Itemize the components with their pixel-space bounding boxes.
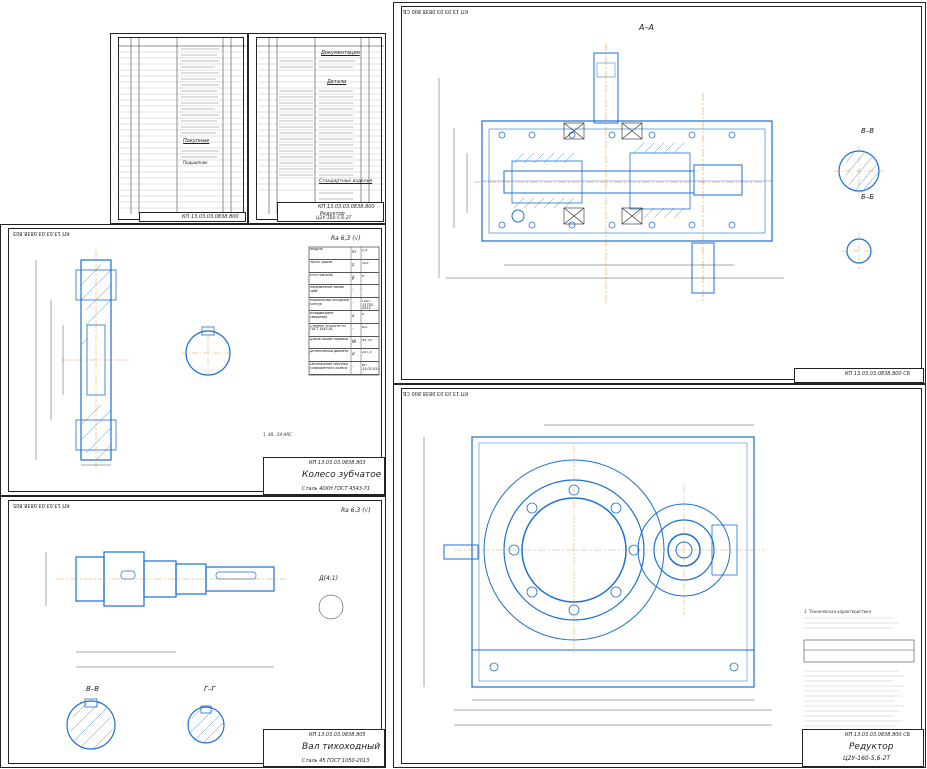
gear-roughness: Ra 6,3 (√) (331, 235, 361, 242)
spec-2-title-block: КП 13.03.03.0838.800 Редуктор Ц2У-160-5,… (277, 202, 384, 222)
gear-param-symbol: β (352, 274, 355, 280)
spec-2-section-parts: Детали (327, 79, 347, 85)
gear-param-row: Нормальный исходный контур- ГОСТ 13755-20… (309, 298, 379, 311)
gear-param-value: 2,5 (362, 249, 368, 252)
gear-param-row: Коэффициент смещения x 0 (309, 311, 379, 324)
gear-param-symbol: - (352, 287, 354, 293)
gear-param-row: Направление линии зуба - - (309, 285, 379, 299)
gear-sheet: КП 13.03.03.0838.803 Ra 6,3 (√) Мо (0, 224, 386, 496)
gear-param-symbol: m (352, 249, 356, 254)
spec-2-subtitle: Ц2У-160-5,6-2Т (316, 216, 352, 221)
gear-param-label: Модуль (310, 248, 323, 251)
shaft-code: КП 13.03.03.0838.805 (309, 732, 366, 738)
gear-param-row: Степень точности по ГОСТ 1643-81- 8-С (309, 324, 379, 337)
spec-sheet-2-grid (256, 37, 384, 214)
gear-param-symbol: - (352, 364, 354, 370)
shaft-section-gg: Г–Г (204, 685, 216, 693)
spec-sheet-1-grid (118, 37, 246, 214)
gear-title-block: КП 13.03.03.0838.803 Колесо зубчатое Ста… (263, 457, 385, 495)
section-vv-label: В–В (861, 127, 875, 135)
general-subtitle: Ц2У-160-5,6-2Т (843, 755, 891, 762)
gear-param-value: ГОСТ 13755-2015 (362, 300, 375, 311)
shaft-title: Вал тихоходный (302, 742, 381, 752)
general-title: Редуктор (849, 742, 894, 752)
gear-param-row: Обозначение чертежа сопряжённого колеса-… (309, 362, 379, 375)
gear-param-label: Число зубьев (310, 260, 333, 264)
gear-param-symbol: d (352, 351, 355, 357)
assembly-code: КП 13.03.03.0838.800 СБ (845, 371, 911, 377)
spec-sheet-1: Покупные Подшипник КП 13.03.03.0838.800 (110, 33, 248, 224)
gear-param-value: - (362, 287, 364, 291)
gear-param-label: Обозначение чертежа сопряжённого колеса (310, 363, 348, 370)
gear-param-label: Нормальный исходный контур (310, 299, 349, 306)
gear-param-value: 257,5 (362, 351, 372, 355)
general-drawing (423, 424, 915, 727)
section-bb-label: Б–Б (861, 193, 875, 201)
gear-param-label: Длина общей нормали (310, 337, 349, 341)
gear-drawing (35, 246, 380, 470)
spec-sheet-2: Документация Детали Стандартные изделия … (248, 33, 386, 224)
spec-1-title-block: КП 13.03.03.0838.800 (139, 212, 246, 222)
spec-1-note: Подшипник (183, 160, 208, 165)
shaft-frame (8, 500, 382, 764)
gear-title: Колесо зубчатое (302, 470, 382, 480)
gear-material: Сталь 40ХН ГОСТ 4543-71 (302, 486, 371, 492)
section-aa-label: А–А (639, 23, 654, 32)
gear-param-value: 8-С (362, 325, 368, 329)
assembly-title-block: КП 13.03.03.0838.800 СБ (794, 368, 924, 383)
general-sheet: КП 13.03.03.0838.800 СБ (393, 384, 926, 768)
shaft-material: Сталь 45 ГОСТ 1050-2013 (302, 758, 370, 764)
gear-param-symbol: - (352, 300, 354, 306)
general-code: КП 13.03.03.0838.800 СБ (845, 732, 911, 738)
gear-param-value: 93,78 (362, 338, 372, 342)
gear-param-value: 0° (362, 274, 366, 278)
gear-param-symbol: z (352, 261, 355, 267)
gear-param-value: КП 13.03.03.0838.802 (362, 364, 379, 371)
assembly-drawing (438, 43, 884, 303)
gear-param-row: Число зубьев z 103 (309, 260, 379, 273)
gear-param-row: Угол наклона β 0° (309, 273, 379, 286)
assembly-sheet: КП 13.03.03.0838.800 СБ А–А В–В Б–Б (393, 2, 926, 384)
general-tech-req: 1. Техническая характеристика (804, 609, 872, 614)
spec-1-code: КП 13.03.03.0838.800 (182, 214, 239, 220)
spec-2-code: КП 13.03.03.0838.800 (318, 204, 375, 210)
shaft-roughness: Ra 6,3 (√) (341, 507, 371, 514)
shaft-title-block: КП 13.03.03.0838.805 Вал тихоходный Стал… (263, 729, 385, 767)
gear-param-label: Степень точности по ГОСТ 1643-81 (310, 324, 346, 332)
gear-param-label: Направление линии зуба (310, 286, 344, 293)
shaft-drawing (45, 551, 344, 750)
gear-param-value: 0 (362, 313, 365, 316)
general-title-block: КП 13.03.03.0838.800 СБ Редуктор Ц2У-160… (802, 729, 924, 767)
gear-param-label: Коэффициент смещения (310, 312, 334, 319)
gear-param-label: Угол наклона (310, 273, 333, 277)
gear-code: КП 13.03.03.0838.803 (309, 460, 366, 466)
shaft-detail-label: Д(4:1) (319, 575, 339, 582)
spec-2-section-docs: Документация (321, 50, 360, 56)
spec-1-section-buy: Покупные (183, 138, 210, 144)
gear-param-symbol: x (352, 313, 355, 318)
spec-2-section-std: Стандартные изделия (319, 179, 373, 184)
gear-frame (8, 228, 382, 492)
gear-tech-req: 1. 48...54 HRC (263, 432, 292, 437)
gear-param-value: 103 (362, 261, 369, 265)
shaft-section-vv: В–В (86, 685, 100, 693)
gear-param-label: Делительный диаметр (310, 350, 349, 354)
assembly-frame (401, 6, 922, 380)
spec-2-title: Редуктор (320, 211, 345, 217)
gear-param-symbol: - (352, 325, 354, 331)
gear-param-symbol: W (352, 338, 356, 344)
gear-param-row: Модуль m 2,5 (309, 247, 379, 260)
general-frame (401, 388, 922, 764)
shaft-sheet: КП 13.03.03.0838.805 Ra 6,3 (√) Д(4:1) В… (0, 496, 386, 768)
